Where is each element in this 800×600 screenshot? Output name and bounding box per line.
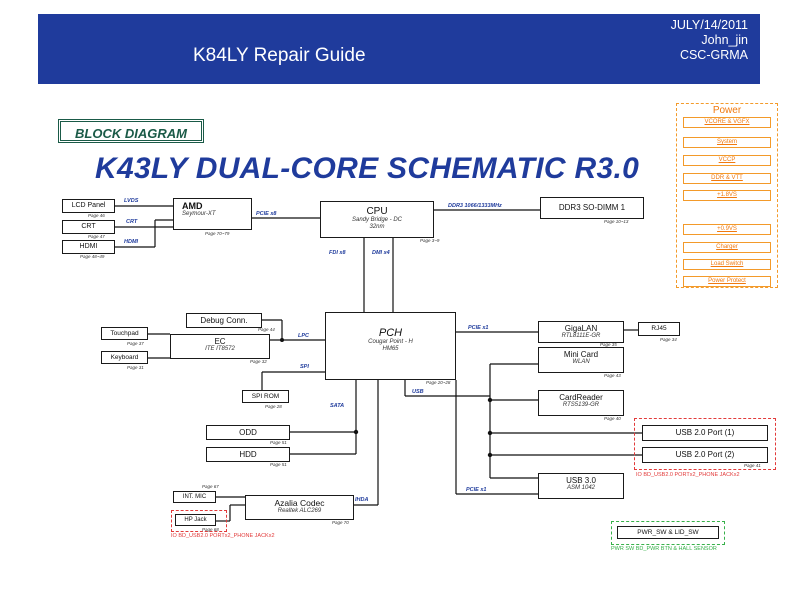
- pch-box: PCH Cougar Point - H HM65: [325, 312, 456, 380]
- mini-card-box: Mini Card WLAN: [538, 347, 624, 373]
- power-item-0v9s: +0.9VS: [683, 224, 771, 235]
- power-panel: Power VCORE & VGFX System VCCP DDR & VTT…: [676, 103, 778, 288]
- audio-io-board-outline: [171, 510, 227, 532]
- pwr-board-outline: [611, 521, 725, 545]
- bus-dmi: DMI x4: [372, 250, 390, 256]
- bus-fdi: FDI x8: [329, 250, 346, 256]
- pwr-io-note: PWR SW BD_PWR BTN & HALL SENSOR: [611, 546, 717, 552]
- bus-pcie-x1-lan: PCIE x1: [468, 325, 489, 331]
- guide-title: K84LY Repair Guide: [193, 45, 366, 66]
- odd-box: ODD: [206, 425, 290, 440]
- touchpad-box: Touchpad: [101, 327, 148, 340]
- gigalan-box: GigaLAN RTL8111E-GR: [538, 321, 624, 343]
- bus-lpc: LPC: [298, 333, 309, 339]
- crt-box: CRT: [62, 220, 115, 234]
- bus-spi: SPI: [300, 364, 309, 370]
- lcd-panel-box: LCD Panel: [62, 199, 115, 213]
- header-banner: K84LY Repair Guide JULY/14/2011 John_jin…: [38, 14, 760, 84]
- power-item-load-switch: Load Switch: [683, 259, 771, 270]
- power-item-vcore: VCORE & VGFX: [683, 117, 771, 128]
- power-title: Power: [712, 105, 742, 116]
- bus-crt: CRT: [126, 219, 138, 225]
- bus-ddr3: DDR3 1066/1333MHz: [448, 203, 502, 209]
- hdmi-box: HDMI: [62, 240, 115, 254]
- usb2-port2-box: USB 2.0 Port (2): [642, 447, 768, 463]
- rj45-box: RJ45: [638, 322, 680, 336]
- bus-pcie-x1-usb3: PCIE x1: [466, 487, 487, 493]
- cardreader-box: CardReader RTS5139-GR: [538, 390, 624, 416]
- ddr3-dimm-box: DDR3 SO-DIMM 1: [540, 197, 644, 219]
- bus-ihda: IHDA: [355, 497, 369, 503]
- usb-io-board-outline: [634, 418, 776, 470]
- power-item-charger: Charger: [683, 242, 771, 253]
- bus-hdmi: HDMI: [124, 239, 139, 245]
- bus-pcie-x8: PCIE x8: [256, 211, 277, 217]
- usb2-port1-box: USB 2.0 Port (1): [642, 425, 768, 441]
- int-mic-box: INT. MIC: [173, 491, 216, 503]
- audio-io-note: IO BD_USB2.0 PORTx2_PHONE JACKx2: [171, 533, 275, 539]
- hdd-box: HDD: [206, 447, 290, 462]
- power-item-vccp: VCCP: [683, 155, 771, 166]
- pwr-lid-sw-box: PWR_SW & LID_SW: [617, 526, 719, 539]
- power-item-1v8s: +1.8VS: [683, 190, 771, 201]
- header-dept: CSC-GRMA: [679, 48, 748, 62]
- block-diagram-label: BLOCK DIAGRAM: [58, 119, 204, 143]
- header-date: JULY/14/2011: [670, 18, 748, 32]
- bus-sata: SATA: [330, 403, 345, 409]
- bus-lvds: LVDS: [124, 198, 139, 204]
- spi-rom-box: SPI ROM: [242, 390, 289, 403]
- usb3-box: USB 3.0 ASM 1042: [538, 473, 624, 499]
- hp-jack-box: HP Jack: [175, 514, 216, 526]
- power-item-ddr-vtt: DDR & VTT: [683, 173, 771, 184]
- cpu-box: CPU Sandy Bridge - DC 32nm: [320, 201, 434, 238]
- bus-usb: USB: [412, 389, 424, 395]
- azalia-codec-box: Azalia Codec Realtek ALC269: [245, 495, 354, 520]
- power-item-power-protect: Power Protect: [683, 276, 771, 287]
- schematic-title: K43LY DUAL-CORE SCHEMATIC R3.0: [95, 152, 640, 185]
- usb-io-note: IO BD_USB2.0 PORTx2_PHONE JACKx2: [636, 472, 740, 478]
- header-author: John_jin: [701, 33, 748, 47]
- ec-box: EC ITE IT8572: [170, 334, 270, 359]
- debug-conn-box: Debug Conn.: [186, 313, 262, 328]
- amd-gpu-box: AMD Seymour-XT: [173, 198, 252, 230]
- header-meta: JULY/14/2011 John_jin CSC-GRMA: [671, 18, 748, 63]
- power-item-system: System: [683, 137, 771, 148]
- keyboard-box: Keyboard: [101, 351, 148, 364]
